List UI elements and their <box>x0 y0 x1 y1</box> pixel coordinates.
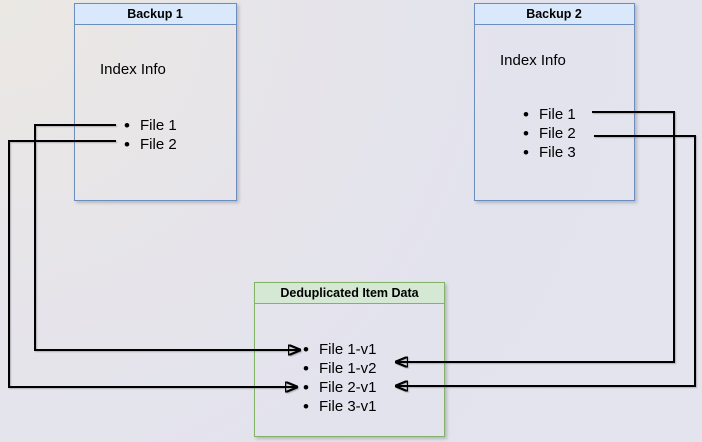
backup1-file-list: • File 1 • File 2 <box>124 116 177 154</box>
list-item: • File 3-v1 <box>303 397 377 416</box>
list-item: • File 1-v1 <box>303 340 377 359</box>
dedup-file-list: • File 1-v1 • File 1-v2 • File 2-v1 • Fi… <box>303 340 377 416</box>
backup2-box: Backup 2 <box>473 3 635 201</box>
list-item: • File 1-v2 <box>303 359 377 378</box>
bullet-icon: • <box>124 116 130 135</box>
bullet-icon: • <box>303 378 309 397</box>
backup1-index-info-label: Index Info <box>100 61 166 78</box>
backup1-title: Backup 1 <box>74 4 236 25</box>
dedup-title: Deduplicated Item Data <box>255 283 444 304</box>
dedup-file2v1-label: File 2-v1 <box>319 379 377 396</box>
list-item: • File 2-v1 <box>303 378 377 397</box>
backup2-index-info-label: Index Info <box>500 52 566 69</box>
bullet-icon: • <box>303 340 309 359</box>
backup1-file1-label: File 1 <box>140 117 177 134</box>
list-item: • File 1 <box>523 105 576 124</box>
backup2-file-list: • File 1 • File 2 • File 3 <box>523 105 576 162</box>
backup2-file2-label: File 2 <box>539 125 576 142</box>
list-item: • File 2 <box>523 124 576 143</box>
backup2-title: Backup 2 <box>474 4 634 25</box>
bullet-icon: • <box>303 397 309 416</box>
dedup-file1v2-label: File 1-v2 <box>319 360 377 377</box>
backup2-file1-label: File 1 <box>539 106 576 123</box>
list-item: • File 1 <box>124 116 177 135</box>
bullet-icon: • <box>523 143 529 162</box>
bullet-icon: • <box>124 135 130 154</box>
bullet-icon: • <box>523 105 529 124</box>
backup1-box: Backup 1 <box>73 3 237 201</box>
bullet-icon: • <box>523 124 529 143</box>
dedup-file3v1-label: File 3-v1 <box>319 398 377 415</box>
bullet-icon: • <box>303 359 309 378</box>
backup1-file2-label: File 2 <box>140 136 177 153</box>
list-item: • File 2 <box>124 135 177 154</box>
backup2-file3-label: File 3 <box>539 144 576 161</box>
dedup-file1v1-label: File 1-v1 <box>319 341 377 358</box>
list-item: • File 3 <box>523 143 576 162</box>
